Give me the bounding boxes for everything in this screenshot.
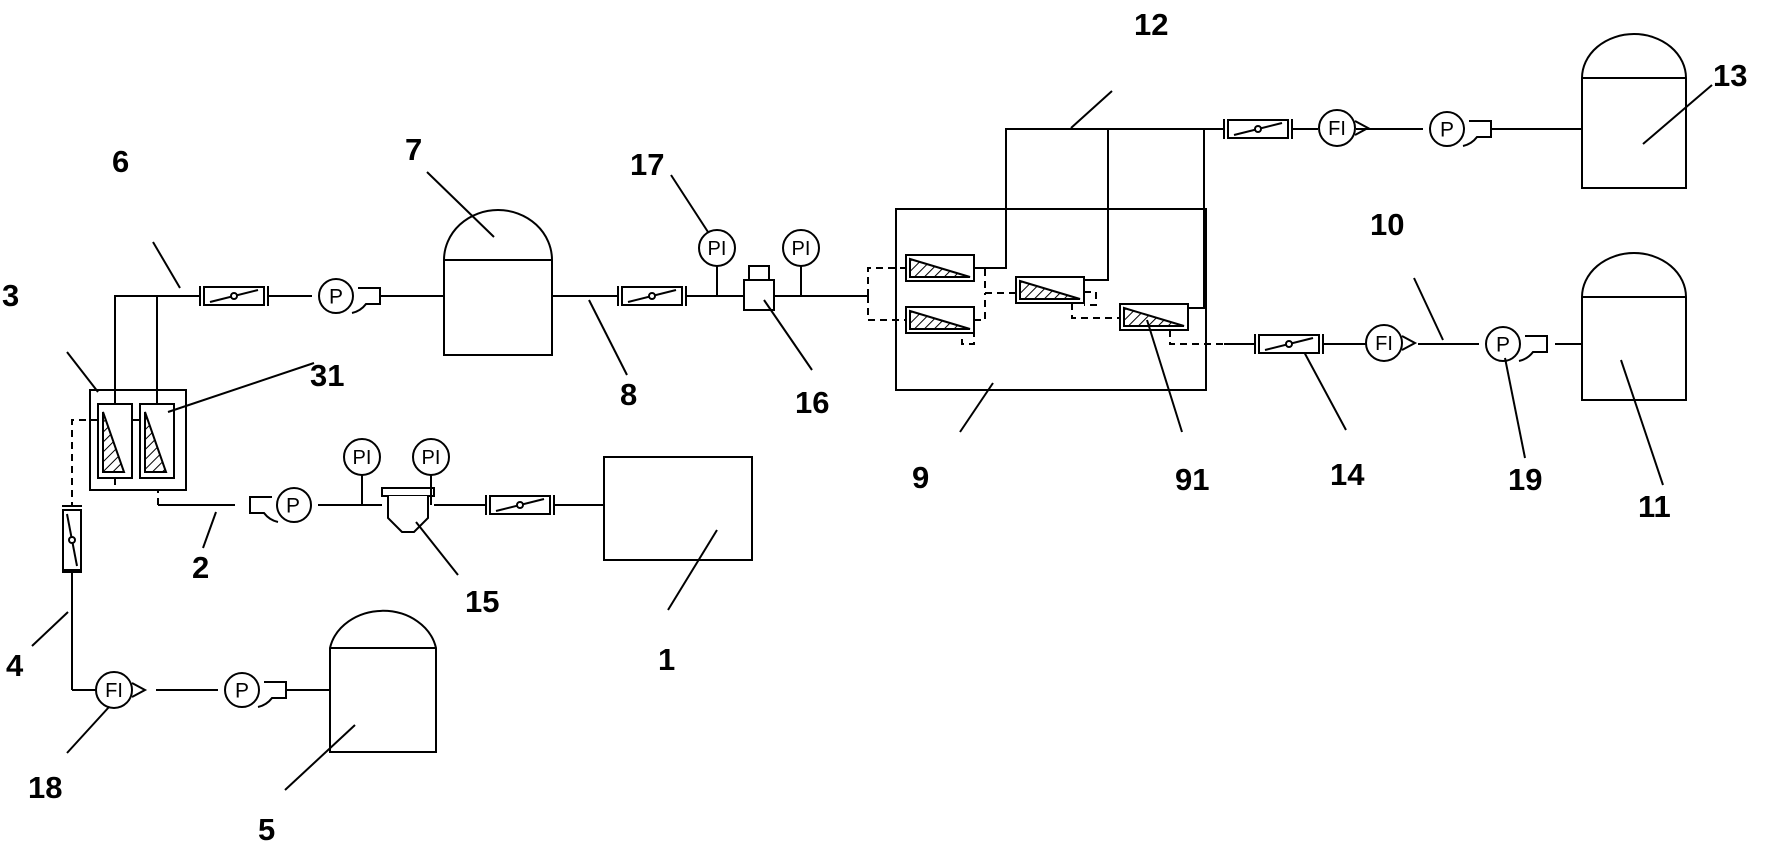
label-14: 14 (1330, 457, 1365, 492)
label-18: 18 (28, 770, 62, 805)
pump-19-icon[interactable]: P (1485, 326, 1548, 459)
pipeline-4 (31, 572, 330, 691)
label-15: 15 (465, 584, 499, 619)
pressure-indicator-16-icon: PI (782, 229, 820, 296)
label-2: 2 (192, 550, 209, 585)
label-11: 11 (1638, 489, 1671, 524)
tank-5 (284, 609, 437, 791)
svg-text:P: P (286, 495, 300, 518)
pipeline-2 (157, 490, 604, 549)
flow-indicator-18-icon: FI (66, 671, 148, 754)
label-5: 5 (258, 812, 275, 847)
pump-2-icon[interactable]: P (249, 487, 312, 523)
flow-indicator-12-icon: FI (1318, 109, 1371, 147)
label-12: 12 (1134, 7, 1168, 42)
label-31: 31 (310, 358, 344, 393)
tank-11 (1581, 252, 1687, 486)
valve-8-icon[interactable] (617, 285, 687, 307)
svg-text:FI: FI (1328, 118, 1346, 140)
svg-text:PI: PI (708, 238, 727, 260)
pipeline-6 (114, 241, 444, 404)
filter-15-icon (381, 487, 459, 576)
membrane-module-9 (867, 208, 1207, 433)
label-7: 7 (405, 132, 422, 167)
pump-6-icon[interactable]: P (318, 278, 381, 314)
label-17: 17 (630, 147, 664, 182)
label-4: 4 (6, 648, 24, 683)
valve-6-icon[interactable] (199, 285, 269, 307)
label-6: 6 (112, 144, 129, 179)
svg-text:FI: FI (1375, 333, 1393, 355)
valve-4-icon[interactable] (62, 505, 82, 573)
label-9: 9 (912, 460, 929, 495)
tank-7 (426, 171, 553, 356)
svg-text:P: P (1440, 119, 1454, 142)
label-8: 8 (620, 377, 637, 412)
svg-text:PI: PI (792, 238, 811, 260)
pump-4-icon[interactable]: P (224, 672, 287, 708)
filter-16-icon (743, 265, 813, 371)
svg-text:P: P (329, 286, 343, 309)
pipeline-12 (974, 90, 1582, 309)
label-1: 1 (658, 642, 675, 677)
tank-13 (1581, 33, 1713, 189)
pressure-indicator-17-icon: PI (670, 174, 736, 296)
svg-text:FI: FI (105, 680, 123, 702)
valve-2-icon[interactable] (485, 494, 555, 516)
pressure-indicator-2b-icon: PI (412, 438, 450, 505)
svg-text:PI: PI (422, 447, 441, 469)
reference-labels: 1 2 3 31 4 5 6 7 8 9 91 10 11 12 13 14 1… (2, 7, 1747, 847)
valve-12-icon[interactable] (1223, 118, 1293, 140)
svg-text:P: P (235, 680, 249, 703)
label-19: 19 (1508, 462, 1542, 497)
label-3: 3 (2, 278, 19, 313)
flow-indicator-10-icon: FI (1365, 324, 1418, 362)
pipeline-8 (552, 295, 868, 376)
svg-text:P: P (1496, 334, 1510, 357)
membrane-module-3 (66, 351, 315, 506)
pressure-indicator-2a-icon: PI (343, 438, 381, 505)
label-91: 91 (1175, 462, 1209, 497)
valve-14-icon[interactable] (1254, 333, 1324, 355)
tank-1 (603, 456, 753, 611)
label-16: 16 (795, 385, 829, 420)
label-13: 13 (1713, 58, 1747, 93)
label-10: 10 (1370, 207, 1404, 242)
svg-text:PI: PI (353, 447, 372, 469)
pump-12-icon[interactable]: P (1429, 111, 1492, 147)
pipeline-10 (1204, 277, 1582, 431)
